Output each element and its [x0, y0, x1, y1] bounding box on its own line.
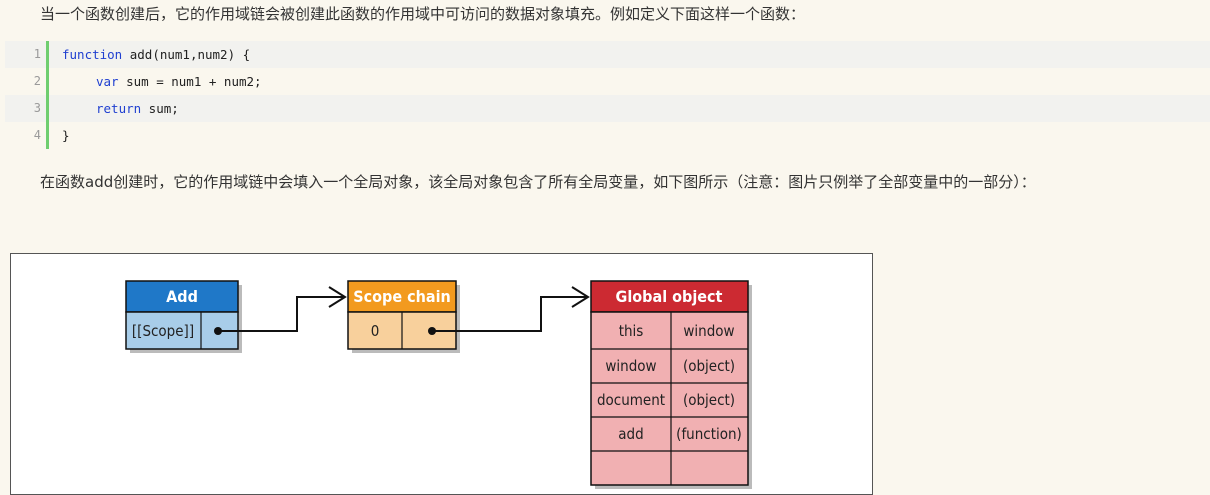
code-rest: add(num1,num2) { — [122, 47, 251, 62]
code-gutter-bar — [46, 68, 49, 95]
line-number: 2 — [33, 74, 41, 88]
global-box-header — [590, 280, 749, 313]
code-line: 3 return sum; — [5, 95, 1210, 122]
line-number: 3 — [33, 101, 41, 115]
arrowhead-icon — [328, 286, 347, 308]
global-row-key: this — [619, 322, 644, 340]
code-line: 2 var sum = num1 + num2; — [5, 68, 1210, 95]
code-keyword: var — [96, 74, 119, 89]
global-box-body — [590, 311, 749, 486]
explain-paragraph: 在函数add创建时，它的作用域链中会填入一个全局对象，该全局对象包含了所有全局变… — [40, 173, 1036, 191]
add-box-header — [125, 280, 239, 313]
global-row-key: window — [605, 357, 656, 375]
scope-box-title: Scope chain — [353, 287, 451, 306]
global-row-value: (object) — [683, 391, 735, 409]
global-box-title: Global object — [616, 287, 723, 306]
code-line: 1 function add(num1,num2) { — [5, 41, 1210, 68]
code-keyword: return — [96, 101, 142, 116]
scope-to-global-connector — [432, 296, 586, 332]
line-number: 4 — [33, 128, 41, 142]
line-number: 1 — [33, 47, 41, 61]
code-text: var sum = num1 + num2; — [96, 68, 262, 95]
arrowhead-icon — [571, 286, 590, 308]
global-row-value: window — [683, 322, 734, 340]
scope-chain-diagram: Add [[Scope]] Scope chain 0 Global objec… — [125, 280, 752, 489]
global-row-key: add — [618, 425, 643, 443]
scope-chain-figure: Add [[Scope]] Scope chain 0 Global objec… — [10, 253, 873, 495]
code-rest: } — [62, 128, 70, 143]
code-line: 4 } — [5, 122, 1210, 149]
code-text: function add(num1,num2) { — [62, 41, 250, 68]
code-keyword: function — [62, 47, 123, 62]
code-rest: sum = num1 + num2; — [118, 74, 262, 89]
global-row-value: (function) — [676, 425, 742, 443]
add-box-scope-label: [[Scope]] — [132, 322, 194, 340]
code-gutter-bar — [46, 95, 49, 122]
global-row-value: (object) — [683, 357, 735, 375]
global-row-key: document — [597, 391, 665, 409]
code-text: return sum; — [96, 95, 179, 122]
code-gutter-bar — [46, 41, 49, 68]
scope-box-index: 0 — [371, 322, 380, 340]
code-text: } — [62, 122, 70, 149]
code-block: 1 function add(num1,num2) { 2 var sum = … — [5, 41, 1210, 149]
intro-paragraph: 当一个函数创建后，它的作用域链会被创建此函数的作用域中可访问的数据对象填充。例如… — [40, 5, 806, 23]
add-to-scope-connector — [218, 296, 343, 332]
add-box-title: Add — [166, 287, 198, 306]
code-rest: sum; — [141, 101, 179, 116]
code-gutter-bar — [46, 122, 49, 149]
